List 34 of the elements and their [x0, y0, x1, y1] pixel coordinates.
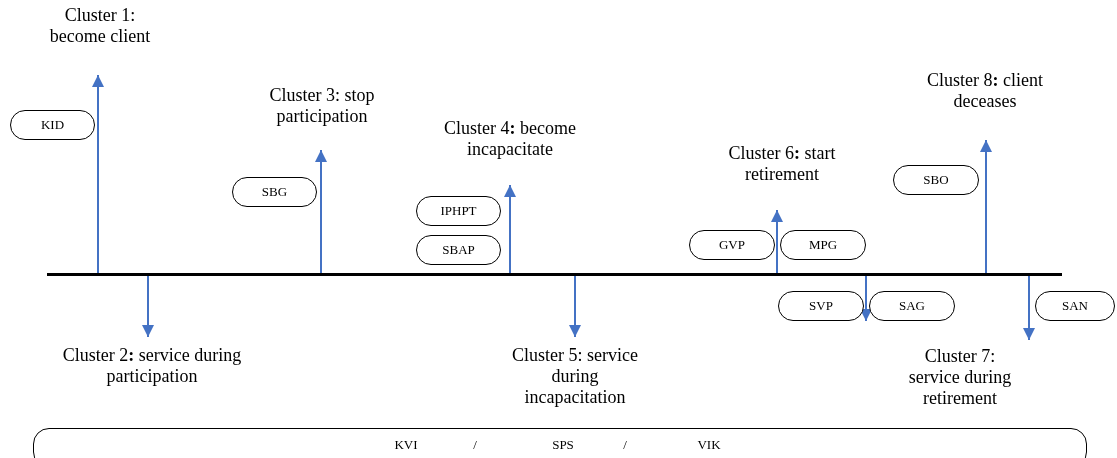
arrow — [569, 275, 581, 338]
cluster-label: Cluster 3: stop participation — [237, 85, 407, 150]
code-text: VIK — [697, 437, 721, 453]
code-pill: SVP — [778, 291, 864, 321]
separator-text: / — [473, 437, 477, 453]
cluster-label: Cluster 8: client deceases — [910, 70, 1060, 140]
arrow — [771, 209, 783, 274]
cluster-label: Cluster 6: start retirement — [707, 143, 857, 210]
code-pill: SAG — [869, 291, 955, 321]
code-text: SPS — [552, 437, 574, 453]
cluster-label: Cluster 7: service during retirement — [860, 340, 1035, 416]
cluster-label: Cluster 1: become client — [35, 5, 165, 75]
cluster-label: Cluster 4: become incapacitate — [415, 118, 605, 185]
code-pill: SBAP — [416, 235, 501, 265]
arrow — [1023, 275, 1035, 341]
code-pill: MPG — [780, 230, 866, 260]
arrow — [315, 149, 327, 274]
cluster-label: Cluster 2: service during participation — [62, 337, 242, 407]
code-pill: SAN — [1035, 291, 1115, 321]
arrow — [142, 275, 154, 338]
code-pill: KID — [10, 110, 95, 140]
code-text: KVI — [394, 437, 418, 453]
separator-text: / — [623, 437, 627, 453]
code-pill: SBG — [232, 177, 317, 207]
timeline-bar — [47, 273, 1062, 276]
code-pill: SBO — [893, 165, 979, 195]
arrow — [980, 139, 992, 274]
rounded-panel — [33, 428, 1087, 458]
arrow — [92, 74, 104, 274]
code-pill: IPHPT — [416, 196, 501, 226]
cluster-label: Cluster 5: service during incapacitation — [505, 337, 645, 411]
arrow — [860, 275, 872, 322]
arrow — [504, 184, 516, 274]
code-pill: GVP — [689, 230, 775, 260]
